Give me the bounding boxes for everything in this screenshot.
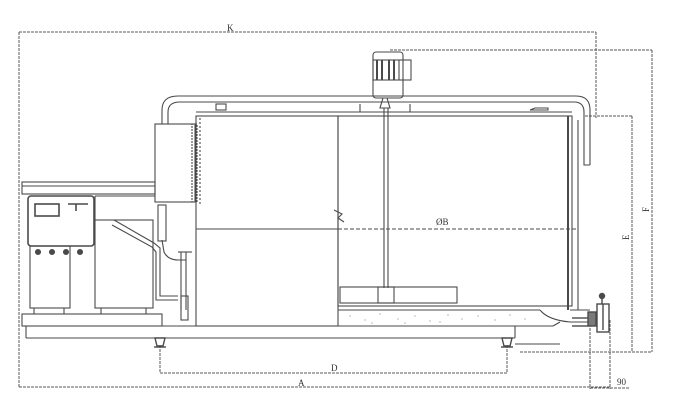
dimension-label-e: E [621, 234, 631, 241]
compressor-unit-2 [94, 195, 155, 314]
tank-left-section [195, 115, 339, 327]
compressor-unit-1 [29, 245, 71, 314]
tank-bottom [338, 309, 590, 327]
base-frame [21, 313, 560, 345]
dimension-label-k: K [227, 23, 234, 33]
top-pipe-inner [167, 101, 590, 166]
dimension-label-b: ØB [436, 217, 449, 227]
dimension-90-lines [589, 320, 630, 389]
dimension-f-line [390, 49, 653, 353]
agitator-motor [372, 51, 412, 109]
control-panel [21, 181, 156, 256]
top-pipe [161, 95, 591, 165]
dimension-label-f: F [641, 206, 651, 212]
dimension-label-90: 90 [617, 377, 626, 387]
support-feet [154, 337, 513, 348]
dimension-label-d: D [331, 363, 338, 373]
drain-piping [111, 219, 192, 321]
dimension-e-line [585, 115, 633, 352]
pipe-fitting [215, 103, 227, 111]
tank-body [337, 115, 573, 307]
insulation-pattern [349, 313, 526, 324]
agitator-paddle [339, 286, 458, 304]
dimension-d-line [159, 345, 508, 374]
agitator-shaft [383, 108, 389, 288]
dimension-label-a: A [298, 378, 305, 388]
sensor-tube [157, 204, 167, 242]
housing-box [154, 123, 196, 203]
dimension-k-frame [18, 31, 597, 387]
outlet-valve [572, 292, 610, 333]
